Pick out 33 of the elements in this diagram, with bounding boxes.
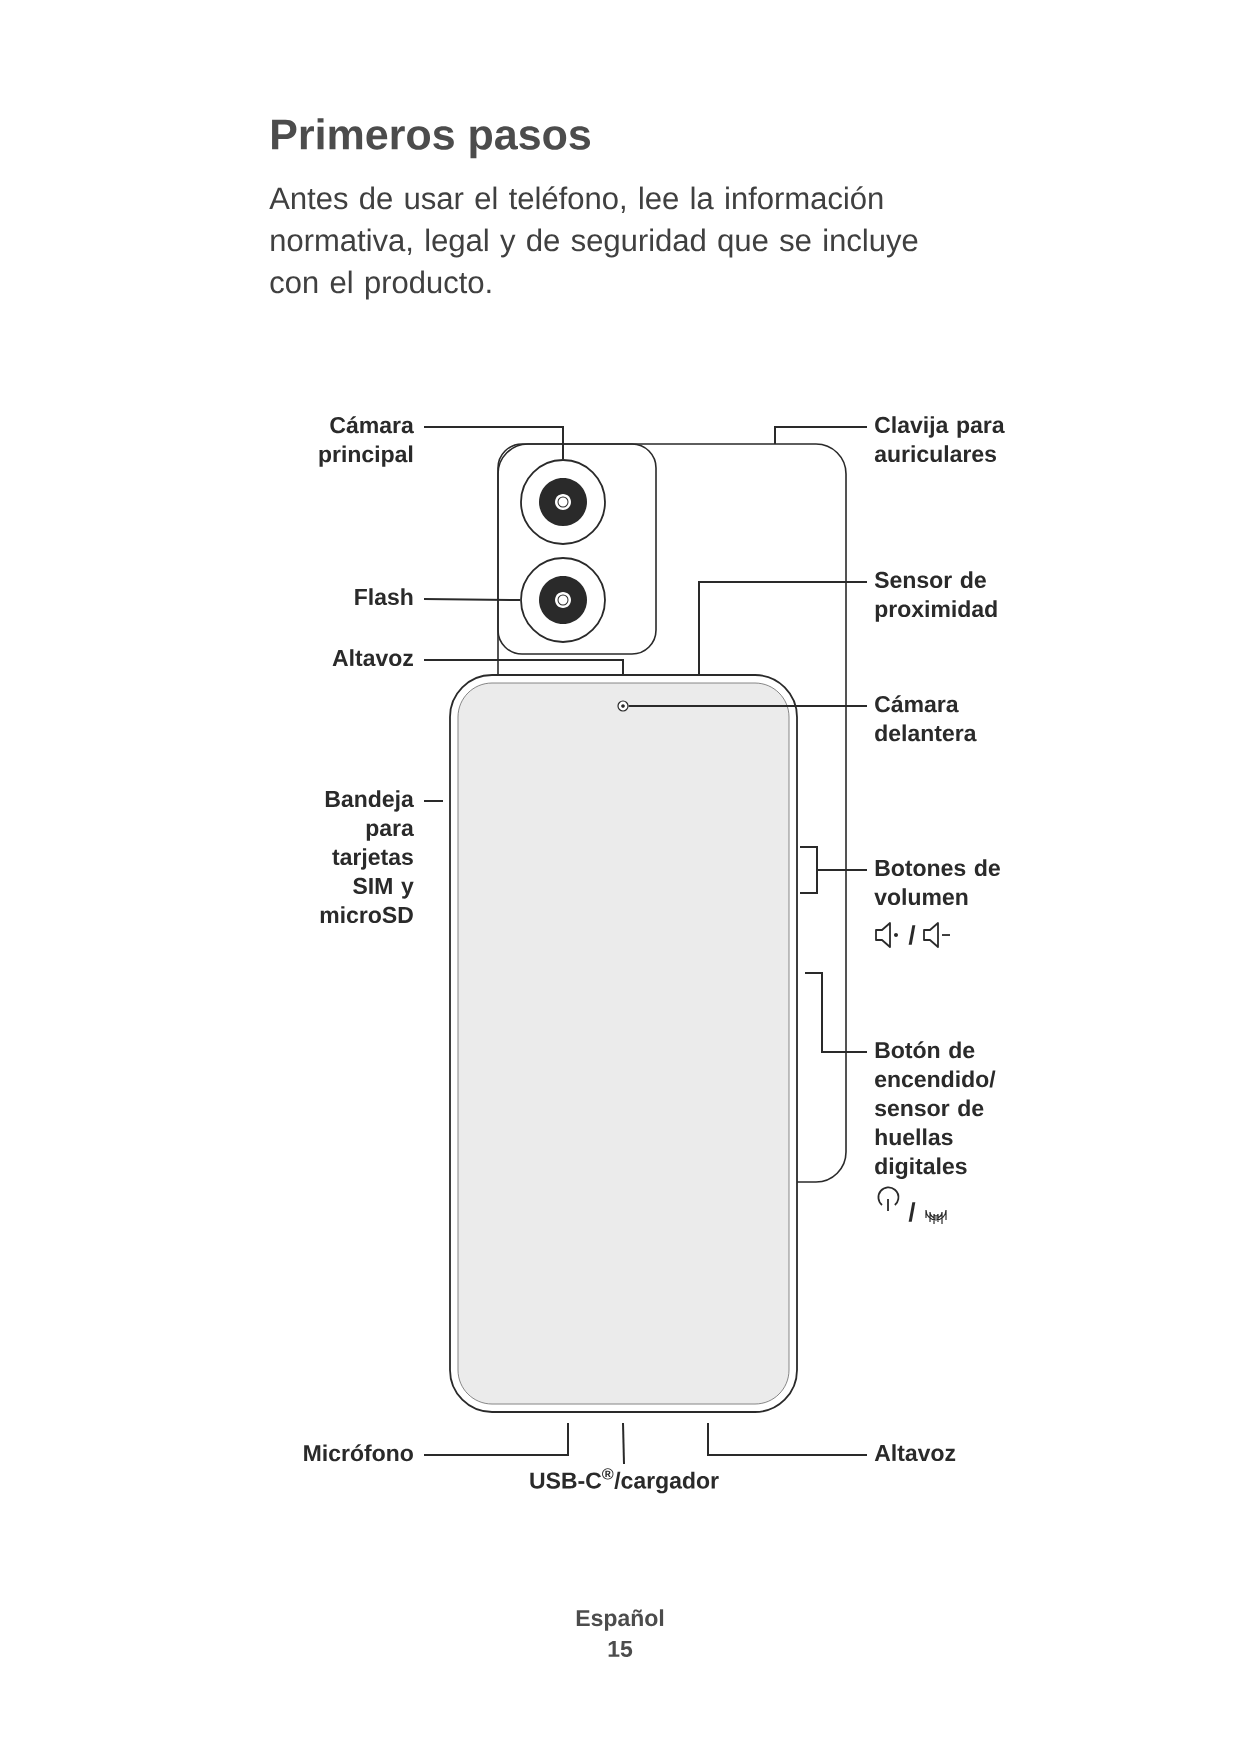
leader-line [707, 1422, 868, 1456]
leader-line [423, 659, 624, 676]
front-camera [617, 700, 629, 712]
part-label: USB-C$^{®}$/cargador [530, 1468, 719, 1494]
part-label: Sensor de proximidad [874, 571, 997, 622]
flash-lens [520, 557, 606, 643]
part-label: Bandeja para tarjetas SIM y microSD [320, 790, 414, 924]
part-label: Botón de encendido/ sensor de huellas digitales [875, 1041, 996, 1179]
part-label: Cámara principal [319, 416, 414, 467]
intro-paragraph: Antes de usar el teléfono, lee la información normativa, legal y de seguridad que se incluye con el producto. [269, 186, 918, 300]
separator-slash: / [908, 925, 916, 945]
leader-line [423, 1422, 569, 1456]
separator-slash: / [908, 1202, 916, 1222]
footer-text: Español [576, 1609, 664, 1631]
title: Primeros pasos [272, 118, 591, 159]
camera-lens [520, 459, 606, 545]
footer-text: 15 [608, 1641, 633, 1658]
leader-line [423, 598, 522, 601]
part-label: Micrófono [304, 1444, 413, 1462]
part-label: Cámara delantera [875, 695, 977, 742]
part-label: Altavoz [332, 649, 413, 667]
leader-line [627, 705, 868, 707]
part-label: Clavija para auriculares [874, 416, 1005, 463]
leader-line [774, 426, 868, 445]
part-label: Altavoz [874, 1444, 956, 1462]
leader-line [423, 426, 564, 461]
part-label: Flash [355, 588, 413, 606]
leader-line [799, 846, 868, 894]
leader-line [423, 800, 444, 802]
leader-line [698, 581, 868, 676]
leader-line [622, 1422, 625, 1465]
leader-line [804, 972, 868, 1053]
part-label: Botones de volumen [874, 859, 1000, 906]
